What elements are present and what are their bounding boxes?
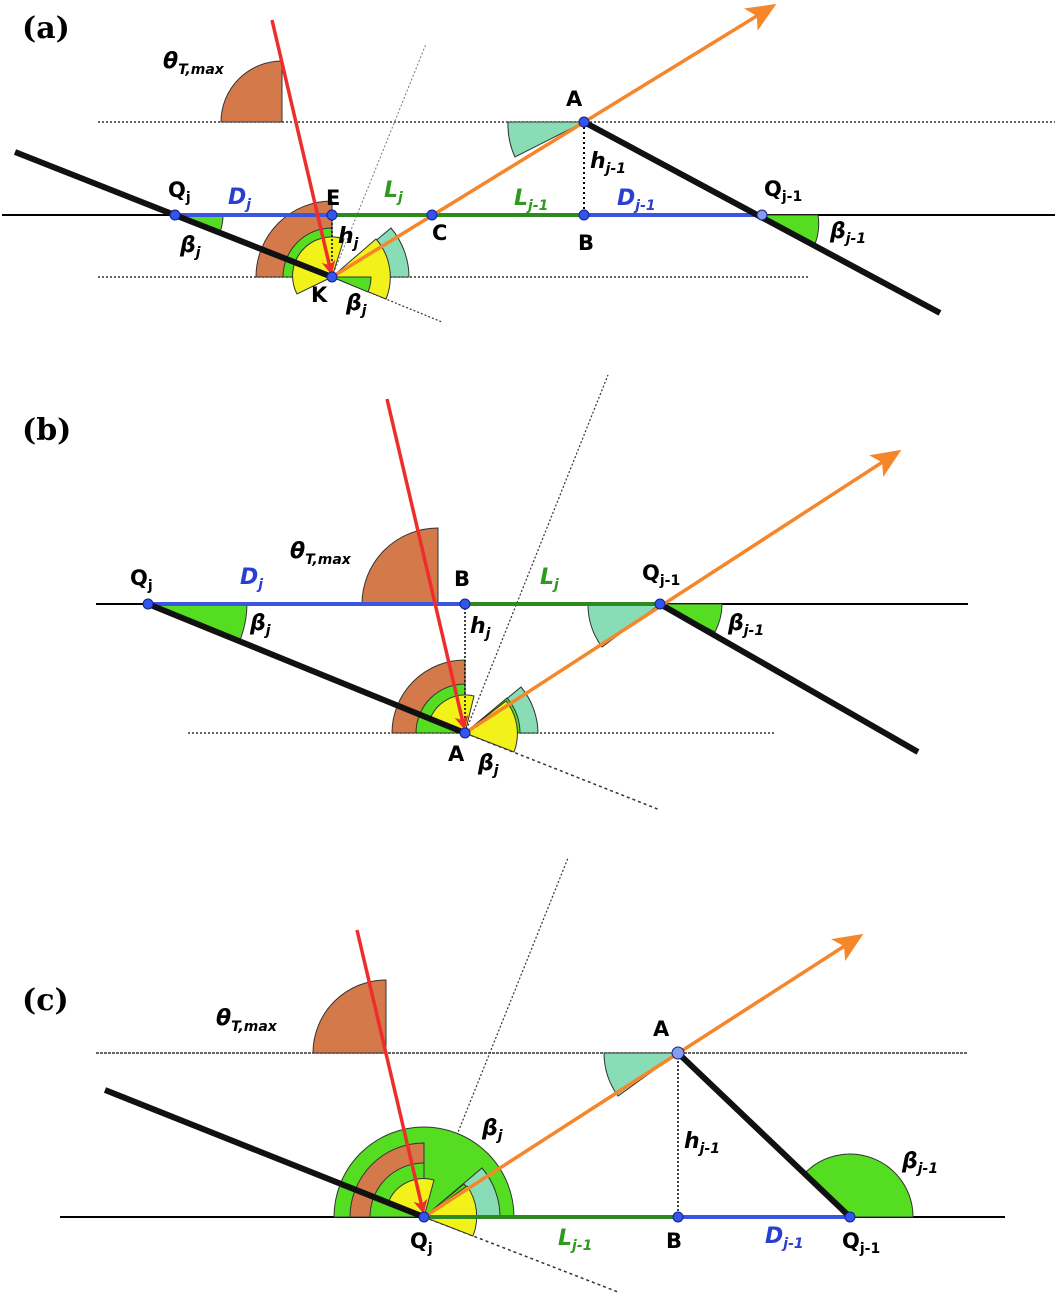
b-label: B xyxy=(454,567,470,591)
qj-label: Qj xyxy=(410,1229,433,1257)
panel-a: (a) xyxy=(2,3,1055,323)
point-e xyxy=(326,209,338,221)
qj1-label: Qj-1 xyxy=(764,177,802,205)
beta-j-label: βj xyxy=(179,233,201,261)
qj-label: Qj xyxy=(130,566,153,594)
point-b xyxy=(459,598,471,610)
a-label: A xyxy=(566,87,583,111)
yellow-wedge-lower-at-k xyxy=(331,238,391,300)
panel-b-label: (b) xyxy=(22,413,71,448)
transmitted-ray xyxy=(423,933,864,1219)
panel-c: (c) θT,max A βj hj-1 βj-1 Qj Lj-1 B xyxy=(22,857,1005,1293)
incident-ray xyxy=(270,19,336,275)
beta-j1-label: βj-1 xyxy=(901,1149,938,1177)
beta-j1-label: βj-1 xyxy=(727,611,764,639)
normal-dotted-line xyxy=(464,374,609,734)
k-label: K xyxy=(311,283,328,307)
hj-label: hj xyxy=(338,224,359,252)
lj-label: Lj xyxy=(384,178,403,206)
lj1-label: Lj-1 xyxy=(514,186,548,214)
beta-j-label: βj xyxy=(481,1116,503,1144)
qj-label: Qj xyxy=(168,178,191,206)
theta-max-wedge xyxy=(361,527,439,605)
point-k xyxy=(326,271,338,283)
qj1-label: Qj-1 xyxy=(842,1229,880,1257)
dj1-label: Dj-1 xyxy=(617,186,656,214)
dj-label: Dj xyxy=(240,565,263,593)
point-a xyxy=(578,116,590,128)
point-qj1 xyxy=(844,1211,856,1223)
yellow-wedge-at-k xyxy=(292,236,345,295)
transmitted-ray xyxy=(331,3,777,279)
theta-max-label: θT,max xyxy=(290,539,352,568)
beta-j-label: βj xyxy=(249,611,271,639)
green-beta-wedge-at-k xyxy=(331,276,372,293)
beta-j-low-label: βj xyxy=(345,291,367,319)
theta-max-wedge xyxy=(312,979,387,1054)
b-label: B xyxy=(578,231,594,255)
e-label: E xyxy=(326,186,340,210)
beta-j1-label: βj-1 xyxy=(829,219,866,247)
b-label: B xyxy=(666,1229,682,1253)
teal-wedge-at-qj1 xyxy=(587,603,662,648)
normal-dotted-line xyxy=(331,43,427,278)
beta-j-low-label: βj xyxy=(477,751,499,779)
theta-max-label: θT,max xyxy=(163,49,225,78)
panel-a-label: (a) xyxy=(22,11,70,46)
facet-j-1 xyxy=(658,601,920,755)
panel-c-label: (c) xyxy=(22,983,69,1018)
facet-extension-dotted-line xyxy=(423,1216,619,1293)
lj-label: Lj xyxy=(540,565,559,593)
transmitted-ray xyxy=(464,449,902,735)
point-c xyxy=(426,209,438,221)
point-qj1 xyxy=(654,598,666,610)
point-b xyxy=(672,1211,684,1223)
dj1-label: Dj-1 xyxy=(765,1224,804,1252)
point-qj xyxy=(142,598,154,610)
a-label: A xyxy=(448,742,465,766)
point-a xyxy=(671,1046,685,1060)
incident-ray xyxy=(385,398,469,730)
hj-label: hj xyxy=(470,614,491,642)
point-b xyxy=(578,209,590,221)
qj1-label: Qj-1 xyxy=(642,561,680,589)
facet-extension-dotted-line xyxy=(464,732,661,811)
lj1-label: Lj-1 xyxy=(558,1226,592,1254)
teal-wedge-at-a xyxy=(507,121,585,158)
facet-j xyxy=(103,1087,426,1220)
point-a xyxy=(459,727,471,739)
hj1-label: hj-1 xyxy=(590,149,626,177)
facet-j-1 xyxy=(675,1050,853,1220)
theta-max-label: θT,max xyxy=(216,1006,278,1035)
incident-ray xyxy=(355,929,428,1214)
beta-wedge-at-qj1 xyxy=(803,1153,914,1218)
dj-label: Dj xyxy=(228,185,251,213)
panel-b: (b) θT,max Qj Dj B Lj Qj-1 βj hj xyxy=(22,374,968,811)
facet-j xyxy=(146,601,467,736)
hj1-label: hj-1 xyxy=(684,1129,720,1157)
point-qj xyxy=(418,1211,430,1223)
a-label: A xyxy=(653,1017,670,1041)
point-qj1 xyxy=(756,209,768,221)
point-qj xyxy=(169,209,181,221)
yellow-wedge-lower-at-a xyxy=(463,700,518,753)
c-label: C xyxy=(432,221,447,245)
theta-max-wedge xyxy=(220,60,283,123)
